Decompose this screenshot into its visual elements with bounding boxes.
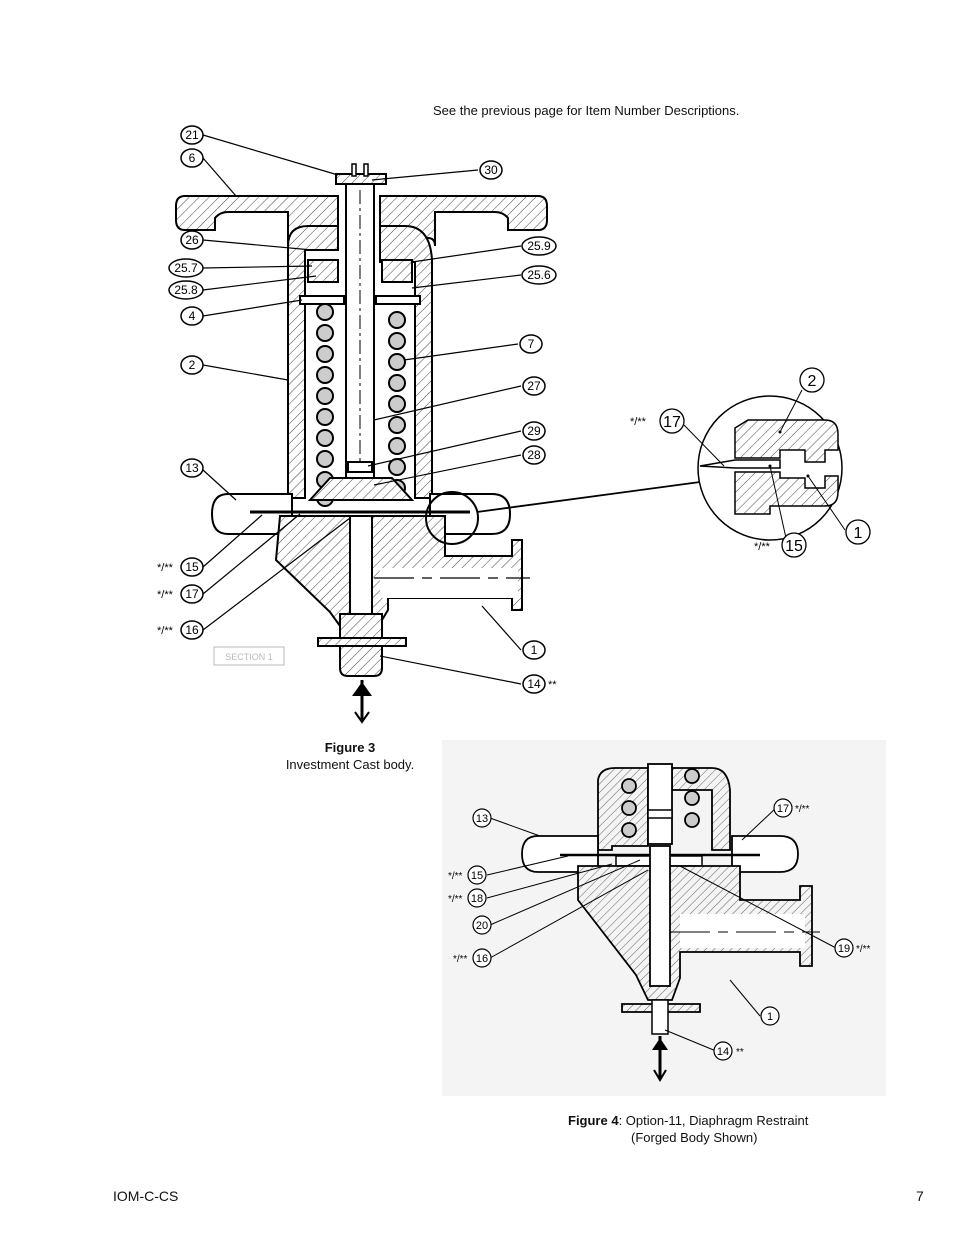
callout-25-6: 25.6 <box>527 268 551 282</box>
fig4-callout-19: 19 <box>838 943 850 955</box>
callout-6: 6 <box>189 151 196 165</box>
fig4-prefix-18: */** <box>448 894 463 905</box>
page-number: 7 <box>916 1188 924 1204</box>
prefix-17: */** <box>157 589 174 601</box>
figure-3-caption-text: Investment Cast body. <box>285 757 415 772</box>
detail-callout-1: 1 <box>854 525 863 542</box>
detail-prefix-15: */** <box>754 541 771 553</box>
callout-14: 14 <box>527 677 541 691</box>
callout-25-8: 25.8 <box>174 283 198 297</box>
section-mark: SECTION 1 <box>225 652 273 662</box>
suffix-14: ** <box>548 679 557 691</box>
callout-25-9: 25.9 <box>527 239 551 253</box>
fig4-callout-1: 1 <box>767 1011 773 1023</box>
figure-4-caption: Figure 4: Option-11, Diaphragm Restraint… <box>568 1112 808 1146</box>
callout-16: 16 <box>185 623 199 637</box>
callout-13: 13 <box>185 461 199 475</box>
fig4-suffix-17: */** <box>795 804 810 815</box>
callout-27: 27 <box>527 379 541 393</box>
fig4-callout-18: 18 <box>471 893 483 905</box>
fig4-callout-14: 14 <box>717 1046 729 1058</box>
callout-17: 17 <box>185 587 199 601</box>
figure-3-label: Figure 3 <box>324 740 376 755</box>
item-description-note: See the previous page for Item Number De… <box>433 103 740 118</box>
detail-callout-2: 2 <box>808 373 817 390</box>
callout-2: 2 <box>189 358 196 372</box>
callout-21: 21 <box>185 128 199 142</box>
callout-25-7: 25.7 <box>174 261 198 275</box>
callout-28: 28 <box>527 448 541 462</box>
callout-30: 30 <box>484 163 498 177</box>
callout-1: 1 <box>531 643 538 657</box>
prefix-16: */** <box>157 625 174 637</box>
document-id: IOM-C-CS <box>113 1188 179 1204</box>
callout-29: 29 <box>527 424 541 438</box>
fig4-prefix-16: */** <box>453 954 468 965</box>
fig4-suffix-14: ** <box>736 1047 744 1058</box>
callout-15: 15 <box>185 560 199 574</box>
fig4-callout-15: 15 <box>471 870 483 882</box>
fig4-prefix-15: */** <box>448 871 463 882</box>
figure-4-caption-line2: (Forged Body Shown) <box>631 1130 758 1145</box>
figure-4-caption-line1: : Option-11, Diaphragm Restraint <box>618 1113 809 1128</box>
fig4-callout-13: 13 <box>476 813 488 825</box>
detail-callout-17: 17 <box>663 414 681 431</box>
detail-callout-15: 15 <box>785 538 803 555</box>
fig4-callout-16: 16 <box>476 953 488 965</box>
fig4-callout-17: 17 <box>777 803 789 815</box>
fig4-callout-20: 20 <box>476 920 488 932</box>
callout-7: 7 <box>528 337 535 351</box>
figure-4-label: Figure 4 <box>568 1113 619 1128</box>
callout-4: 4 <box>189 309 196 323</box>
prefix-15: */** <box>157 562 174 574</box>
fig4-suffix-19: */** <box>856 944 871 955</box>
figure-3-caption: Figure 3 Investment Cast body. <box>250 739 450 773</box>
callout-26: 26 <box>185 233 199 247</box>
detail-prefix-17: */** <box>630 416 647 428</box>
